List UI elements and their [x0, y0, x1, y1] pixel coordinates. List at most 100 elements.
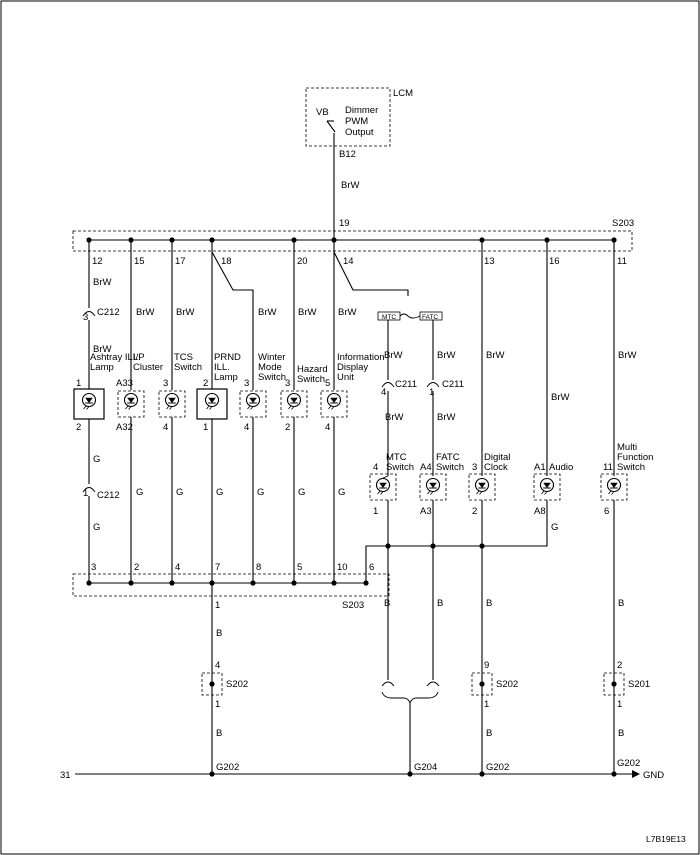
ground-bus: 31 GND G202 G204 G202 G202 — [60, 758, 664, 781]
lcm-output-label: Output — [345, 127, 374, 138]
mtc-name1: MTC — [386, 452, 407, 463]
winter-wire-top: BrW — [258, 307, 277, 318]
component-audio: A1 A8 Audio — [533, 462, 573, 517]
ashtray-pin-bot: 2 — [76, 422, 81, 433]
ashtray-wire-g2: G — [93, 522, 100, 533]
winter-pin-bot: 4 — [244, 422, 249, 433]
c211-mtc-label: C211 — [395, 379, 417, 390]
mfs-pin-bot: 6 — [604, 506, 609, 517]
hazard-wire-top: BrW — [298, 307, 317, 318]
tcs-name1: TCS — [174, 352, 193, 363]
splice-bottom-out-pin: 1 — [215, 600, 220, 611]
bottom-pin-4: 4 — [175, 562, 180, 573]
fatc-wire-b: B — [437, 598, 443, 609]
variant-fatc: FATC — [422, 314, 438, 321]
mtc-pin-top: 4 — [373, 462, 378, 473]
clock-wire-b1: B — [486, 598, 492, 609]
ashtray-wire-top: BrW — [93, 277, 112, 288]
splice-bottom: 3 2 4 7 8 5 10 6 1 S203 — [72, 562, 390, 611]
winter-wire-g: G — [257, 487, 264, 498]
top-pin-17: 17 — [175, 256, 186, 267]
winter-name2: Mode — [258, 362, 282, 373]
lcm-module: LCM VB Dimmer PWM Output B12 BrW — [305, 87, 413, 240]
mfs-name3: Switch — [617, 462, 645, 473]
top-pin-14: 14 — [343, 256, 354, 267]
top-pin-15: 15 — [134, 256, 145, 267]
splice-top-label: S203 — [612, 218, 634, 229]
fatc-pin-top: A4 — [420, 462, 432, 473]
mfs-pin-top: 11 — [603, 462, 613, 473]
left-wire-b1: B — [216, 628, 222, 639]
hazard-pin-top: 3 — [285, 378, 290, 389]
mtc-wire-top: BrW — [384, 350, 403, 361]
c211-fatc-label: C211 — [442, 379, 464, 390]
s201-label: S201 — [628, 679, 650, 690]
mfs-wire-b1: B — [618, 598, 624, 609]
c212-bot-pin: 1 — [83, 488, 88, 499]
ground-g202-a: G202 — [216, 762, 239, 773]
component-ashtray-lamp: 1 2 Ashtray ILL. Lamp — [73, 352, 141, 433]
hazard-name2: Switch — [297, 374, 325, 385]
info-name3: Unit — [337, 372, 354, 383]
bottom-pin-8: 8 — [256, 562, 261, 573]
clock-name1: Digital — [484, 452, 510, 463]
s202-right-pin-top: 9 — [484, 660, 489, 671]
tcs-pin-top: 3 — [163, 378, 168, 389]
mfs-wire-b2: B — [618, 728, 624, 739]
s202-right-pin-bot: 1 — [484, 699, 489, 710]
fatc-pin-bot: A3 — [420, 506, 432, 517]
ground-g202-b: G202 — [486, 762, 509, 773]
bottom-pin-5: 5 — [297, 562, 302, 573]
prnd-wire-g: G — [216, 487, 223, 498]
lcm-pwm-label: PWM — [345, 116, 368, 127]
tcs-wire-g: G — [176, 487, 183, 498]
top-pin-13: 13 — [484, 256, 495, 267]
ground-wires-mid: G 1 C212 G G G G G G G G — [82, 417, 558, 582]
s201-pin-bot: 1 — [617, 699, 622, 710]
top-pin-16: 16 — [549, 256, 560, 267]
c212-top-label: C212 — [97, 307, 120, 318]
splice-bottom-label: S203 — [342, 600, 364, 611]
cluster-wire-top: BrW — [136, 307, 155, 318]
audio-name1: Audio — [549, 462, 573, 473]
info-name1: Information — [337, 352, 385, 363]
mfs-name2: Function — [617, 452, 653, 463]
clock-wire-top: BrW — [486, 350, 505, 361]
s201-pin-top: 2 — [617, 660, 622, 671]
c212-top-pin: 3 — [83, 312, 88, 323]
s202-left-pin-bot: 1 — [215, 699, 220, 710]
c212-bot-label: C212 — [97, 490, 120, 501]
component-info-display: 5 4 Information Display Unit — [320, 352, 385, 433]
tcs-pin-bot: 4 — [163, 422, 168, 433]
prnd-name2: ILL. — [214, 362, 230, 373]
tcs-wire-top: BrW — [176, 307, 195, 318]
lcm-pin-b12: B12 — [339, 149, 356, 160]
cluster-name2: Cluster — [133, 362, 163, 373]
mtc-name2: Switch — [386, 462, 414, 473]
variant-mtc: MTC — [382, 314, 396, 321]
left-wire-b2: B — [216, 728, 222, 739]
bottom-pin-10: 10 — [337, 562, 348, 573]
top-pin-11: 11 — [617, 256, 627, 267]
fatc-wire-mid: BrW — [437, 412, 456, 423]
ashtray-name1: Ashtray ILL. — [90, 352, 141, 363]
top-pin-12: 12 — [92, 256, 103, 267]
ground-bus-label: GND — [643, 770, 664, 781]
component-tcs-switch: 3 4 TCS Switch — [158, 352, 202, 433]
bottom-pin-2: 2 — [134, 562, 139, 573]
mfs-wire-top: BrW — [618, 350, 637, 361]
cluster-name1: I/P — [133, 352, 145, 363]
tcs-name2: Switch — [174, 362, 202, 373]
component-fatc-switch: A4 A3 FATC Switch — [419, 452, 464, 517]
lcm-vb-label: VB — [316, 107, 329, 118]
info-name2: Display — [337, 362, 368, 373]
info-pin-bot: 4 — [325, 422, 330, 433]
bottom-pin-6: 6 — [369, 562, 374, 573]
component-mtc-switch: 4 1 MTC Switch — [369, 452, 414, 517]
ground-wires-bottom: B 4 1 S202 B B B B 9 1 S202 B B 2 1 S201… — [201, 500, 650, 774]
s202-left-label: S202 — [226, 679, 248, 690]
hazard-pin-bot: 2 — [285, 422, 290, 433]
clock-wire-b2: B — [486, 728, 492, 739]
audio-wire-top: BrW — [551, 392, 570, 403]
